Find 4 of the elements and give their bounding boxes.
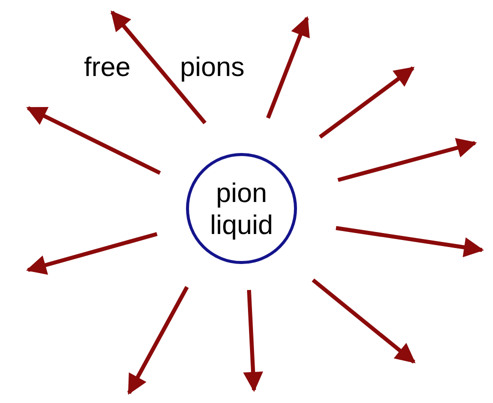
text-label: pions [180, 52, 245, 83]
node-label: pion liquid [208, 176, 274, 240]
text-label: free [84, 52, 131, 83]
liquid-circle [186, 153, 297, 264]
